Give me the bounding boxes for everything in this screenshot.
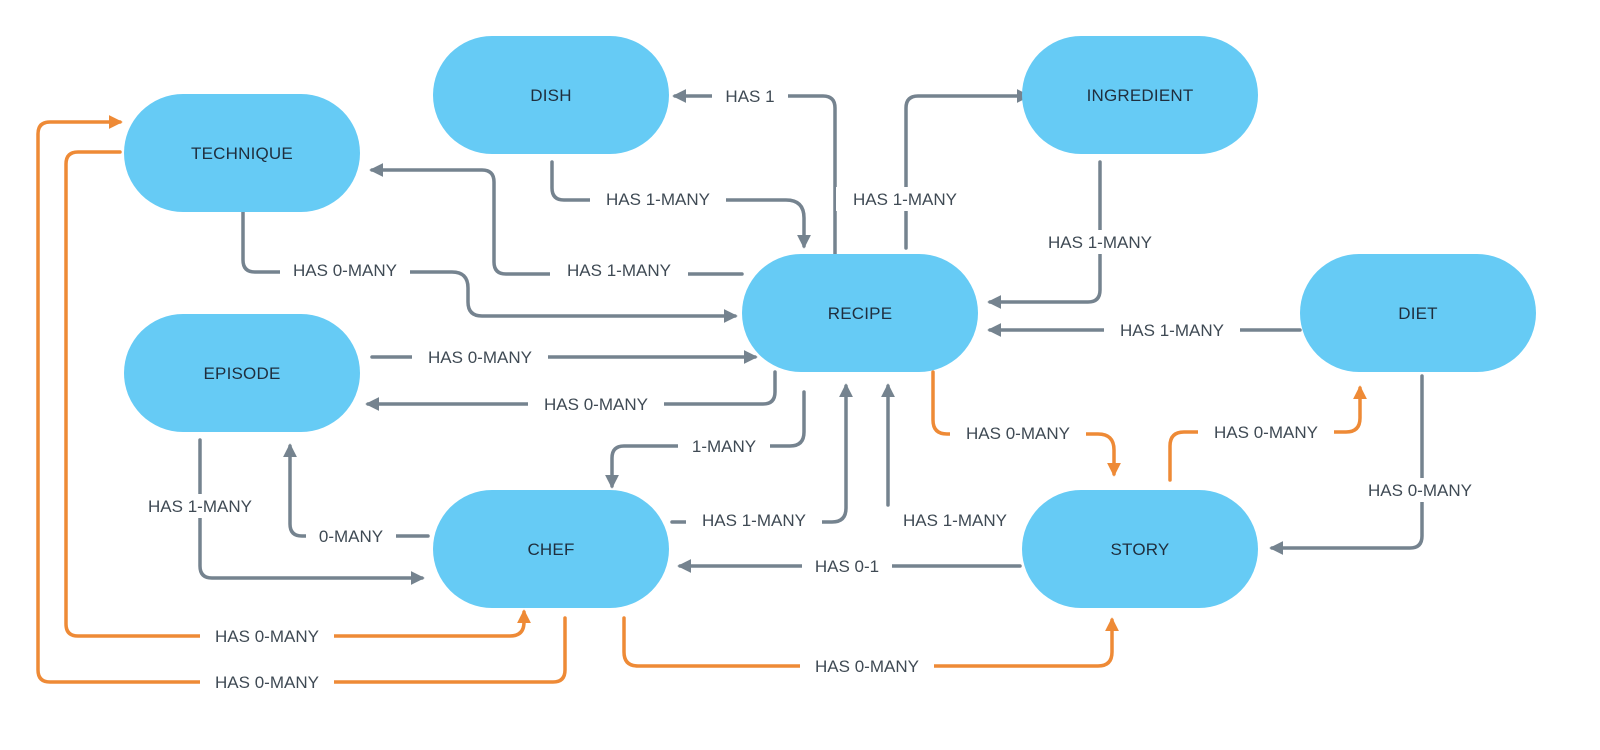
- edge-label-diet-to-recipe: HAS 1-MANY: [1120, 321, 1224, 340]
- edge-label-story-to-recipe: HAS 1-MANY: [903, 511, 1007, 530]
- node-label-episode: EPISODE: [204, 364, 281, 383]
- node-label-chef: CHEF: [527, 540, 574, 559]
- edge-label-dish-to-recipe: HAS 1-MANY: [606, 190, 710, 209]
- edge-chef-to-recipe: [670, 383, 853, 524]
- edge-label-recipe-to-dish: HAS 1: [725, 87, 774, 106]
- edge-label-chef-to-recipe: HAS 1-MANY: [702, 511, 806, 530]
- node-recipe[interactable]: RECIPE: [742, 254, 978, 372]
- edge-label-technique-to-recipe: HAS 0-MANY: [293, 261, 397, 280]
- edge-label-recipe-to-story: HAS 0-MANY: [966, 424, 1070, 443]
- edge-label-technique-to-chef: HAS 0-MANY: [215, 627, 319, 646]
- node-episode[interactable]: EPISODE: [124, 314, 360, 432]
- node-label-ingredient: INGREDIENT: [1087, 86, 1194, 105]
- node-technique[interactable]: TECHNIQUE: [124, 94, 360, 212]
- node-label-diet: DIET: [1398, 304, 1438, 323]
- edge-label-episode-to-chef: HAS 1-MANY: [148, 497, 252, 516]
- edge-episode-to-chef: [198, 438, 425, 585]
- edge-label-recipe-to-ingredient: HAS 1-MANY: [853, 190, 957, 209]
- node-label-dish: DISH: [530, 86, 571, 105]
- edge-label-recipe-to-technique: HAS 1-MANY: [567, 261, 671, 280]
- edge-label-recipe-to-episode: HAS 0-MANY: [544, 395, 648, 414]
- edge-label-story-to-diet: HAS 0-MANY: [1214, 423, 1318, 442]
- edge-label-chef-to-episode: 0-MANY: [319, 527, 383, 546]
- edge-chef-to-episode: [283, 443, 430, 538]
- edge-label-chef-to-story: HAS 0-MANY: [815, 657, 919, 676]
- edge-recipe-to-episode: [365, 370, 777, 411]
- node-label-technique: TECHNIQUE: [191, 144, 293, 163]
- node-dish[interactable]: DISH: [433, 36, 669, 154]
- edge-label-story-to-chef: HAS 0-1: [815, 557, 879, 576]
- edge-recipe-to-ingredient: [904, 89, 1031, 250]
- node-story[interactable]: STORY: [1022, 490, 1258, 608]
- edge-label-chef-to-technique: HAS 0-MANY: [215, 673, 319, 692]
- edge-chef-to-technique: [36, 115, 567, 684]
- node-ingredient[interactable]: INGREDIENT: [1022, 36, 1258, 154]
- edge-technique-to-chef: [64, 150, 531, 638]
- edge-label-recipe-to-chef: 1-MANY: [692, 437, 756, 456]
- edge-label-diet-to-story: HAS 0-MANY: [1368, 481, 1472, 500]
- edge-label-ingredient-to-recipe: HAS 1-MANY: [1048, 233, 1152, 252]
- edge-label-episode-to-recipe: HAS 0-MANY: [428, 348, 532, 367]
- edge-recipe-to-dish: [672, 89, 837, 260]
- node-diet[interactable]: DIET: [1300, 254, 1536, 372]
- edge-technique-to-recipe: [241, 208, 738, 323]
- edge-recipe-to-technique: [369, 163, 744, 276]
- node-label-recipe: RECIPE: [828, 304, 893, 323]
- edge-ingredient-to-recipe: [987, 160, 1102, 309]
- node-chef[interactable]: CHEF: [433, 490, 669, 608]
- edge-diet-to-story: [1269, 374, 1424, 555]
- node-label-story: STORY: [1111, 540, 1170, 559]
